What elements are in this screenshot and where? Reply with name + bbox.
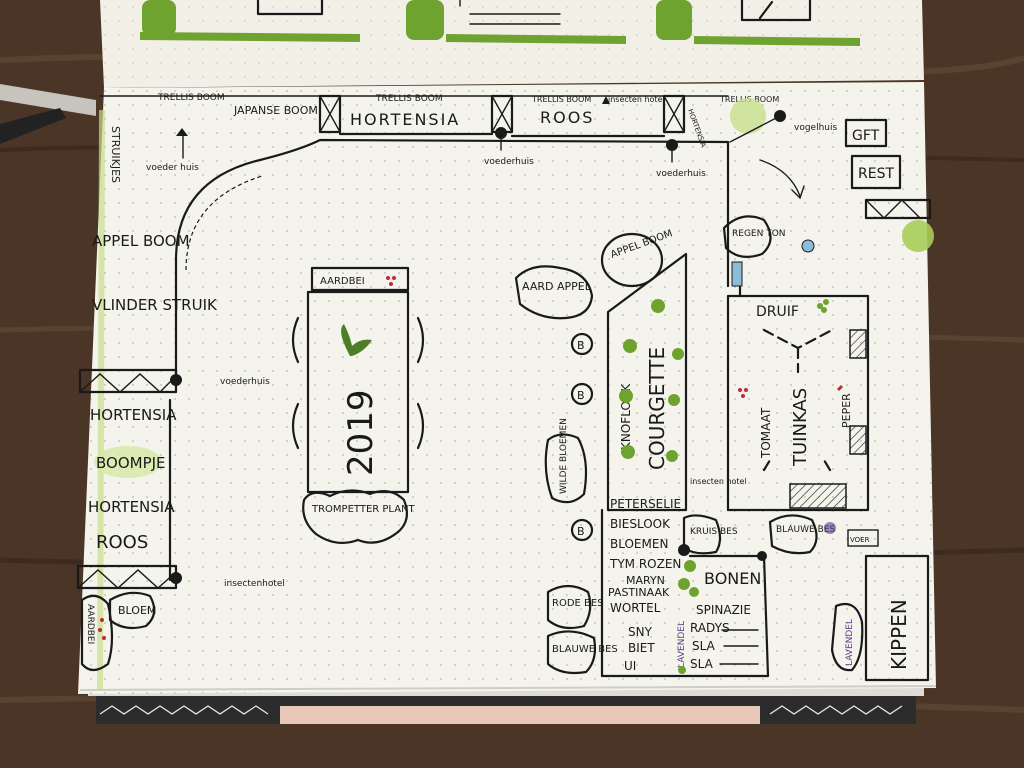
b2-label: B: [577, 389, 585, 402]
pastinaak-label: PASTINAAK: [608, 586, 670, 599]
tuinkas-label: TUINKAS: [790, 388, 811, 467]
wortel-label: WORTEL: [610, 601, 661, 615]
radys-label: RADYS: [690, 621, 730, 635]
rode-bes-label: RODE BES: [552, 598, 604, 609]
appel-boom-left-label: APPEL BOOM: [92, 232, 190, 250]
blauwe-bes-right-label: BLAUWE BES: [776, 525, 835, 535]
trompetter-label: TROMPETTER PLANT: [311, 504, 416, 515]
ribbon-bookmark: [0, 84, 96, 116]
aard-appel-label: AARD APPEL: [522, 280, 592, 293]
lavendel-mid-label: LAVENDEL: [677, 621, 687, 668]
b1-label: B: [577, 339, 585, 352]
wilde-bloemen-label: WILDE BLOEMEN: [559, 418, 569, 494]
sprout-icon: [341, 324, 372, 356]
japanse-boom-label: JAPANSE BOOM: [233, 104, 318, 117]
bonen-label: BONEN: [704, 569, 761, 588]
rest-label: REST: [858, 166, 894, 182]
top-trellis-row: TRELLIS BOOM TRELLIS BOOM TRELLIS BOOM T…: [99, 93, 934, 252]
roos-top-label: ROOS: [540, 108, 594, 127]
gft-label: GFT: [852, 128, 880, 144]
kippen-label: KIPPEN: [887, 599, 911, 670]
aardbei-top-label: AARDBEI: [320, 276, 365, 287]
kruis-bes-label: KRUIS BES: [690, 527, 738, 537]
greenhouse-area: REGEN TON DRUIF TOMAAT TUINKAS PEPER BLA…: [722, 208, 930, 682]
vogelhuis-label: vogelhuis: [794, 123, 837, 133]
voederhuis-top-left-label: voeder huis: [146, 163, 199, 173]
voederhuis-mid-label: voederhuis: [484, 157, 534, 167]
roos-left-label: ROOS: [96, 532, 148, 553]
sla-1-label: SLA: [692, 639, 716, 653]
strawberry-bed: AARDBEI 2019 TROMPETTER PLANT: [291, 266, 425, 545]
voederhuis-left-label: voederhuis: [220, 377, 270, 387]
maryn-label: MARYN: [626, 574, 665, 587]
aardbei-left-label: AARDBEI: [85, 604, 95, 644]
trellis-boom-label-3: TRELLIS BOOM: [531, 95, 591, 104]
voer-label: VOER: [850, 536, 870, 544]
tym-rozen-label: TYM ROZEN: [609, 557, 681, 571]
hortensia-left-2-label: HORTENSIA: [88, 498, 175, 516]
regen-ton-label: REGEN TON: [732, 229, 786, 239]
druif-label: DRUIF: [756, 304, 799, 320]
trellis-boom-label-2: TRELLIS BOOM: [375, 94, 443, 104]
vlinder-struik-label: VLINDER STRUIK: [92, 296, 218, 314]
left-border: STRUIKJES voeder huis APPEL BOOM VLINDER…: [76, 109, 285, 691]
hortensia-top-label: HORTENSIA: [350, 110, 460, 129]
bieslook-label: BIESLOOK: [610, 517, 671, 531]
peterselie-label: PETERSELIE: [610, 497, 681, 511]
struikjes-label: STRUIKJES: [109, 126, 122, 183]
courgette-label: COURGETTE: [645, 347, 669, 470]
sny-label: SNY: [628, 625, 653, 639]
biet-label: BIET: [628, 641, 655, 655]
spinazie-label: SPINAZIE: [696, 603, 751, 617]
year-label: 2019: [341, 389, 381, 476]
ui-label: UI: [624, 659, 636, 673]
trellis-boom-label-1: TRELLIS BOOM: [157, 93, 225, 103]
bloem-label: BLOEM: [118, 604, 156, 617]
tomaat-label: TOMAAT: [759, 407, 773, 459]
voederhuis-right-label: voederhuis: [656, 169, 706, 179]
b3-label: B: [577, 525, 585, 538]
insectenhotel-left-label: insectenhotel: [224, 579, 285, 589]
sla-2-label: SLA: [690, 657, 714, 671]
insecten-hotel-top-label: insecten hotel: [608, 95, 665, 104]
vegetable-area: AARD APPEL APPEL BOOM B B B WILDE BLOEME…: [514, 228, 770, 678]
insecten-hotel-mid-label: insecten hotel: [690, 477, 747, 486]
bloemen-label: BLOEMEN: [610, 537, 668, 551]
blauwe-bes-left-label: BLAUWE BES: [552, 644, 618, 655]
hortensia-left-1-label: HORTENSIA: [90, 406, 177, 424]
peper-label: PEPER: [840, 393, 853, 428]
boompje-label: BOOMPJE: [96, 454, 166, 472]
lavendel-right-label: LAVENDEL: [845, 619, 855, 666]
garden-path: [174, 138, 730, 382]
